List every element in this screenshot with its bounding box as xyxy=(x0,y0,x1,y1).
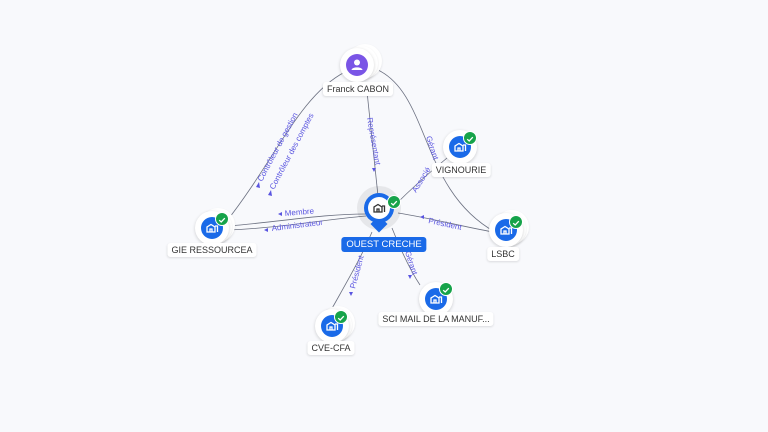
arrow-icon xyxy=(349,292,353,296)
arrow-icon xyxy=(408,275,412,279)
node-label-ouest-creche: OUEST CRECHE xyxy=(341,237,427,252)
verified-check-icon xyxy=(387,195,401,209)
edge-label-representant: Représentant xyxy=(365,117,382,167)
edge-lsbc-ouest xyxy=(397,212,494,233)
arrow-icon xyxy=(278,212,282,216)
arrow-icon xyxy=(264,228,268,232)
verified-check-icon xyxy=(463,131,477,145)
node-label-sci-mail: SCI MAIL DE LA MANUF... xyxy=(378,312,494,326)
arrow-icon xyxy=(256,182,260,188)
verified-check-icon xyxy=(215,212,229,226)
node-label-gie-ressourcea: GIE RESSOURCEA xyxy=(167,243,257,257)
verified-check-icon xyxy=(334,310,348,324)
verified-check-icon xyxy=(439,282,453,296)
edge-label-membre: Membre xyxy=(284,206,315,218)
building-icon xyxy=(368,197,390,219)
edge-franck-ouest xyxy=(365,81,379,197)
edge-label-associe: Associé xyxy=(410,165,433,194)
edge-ouest-gie-2 xyxy=(227,215,367,231)
node-label-cve-cfa: CVE-CFA xyxy=(307,341,355,355)
edge-label-gerant-sci: Gérant xyxy=(403,250,419,277)
arrow-icon xyxy=(420,215,424,219)
edge-label-president-cve: Président xyxy=(348,254,366,290)
person-icon xyxy=(346,54,368,76)
verified-check-icon xyxy=(509,215,523,229)
node-label-lsbc: LSBC xyxy=(487,247,519,261)
edge-ouest-gie xyxy=(227,213,367,227)
arrow-icon xyxy=(372,168,376,172)
arrow-icon xyxy=(268,190,272,196)
edge-label-president-lsbc: Président xyxy=(428,216,464,232)
edge-label-gerant-lsbc: Gérant xyxy=(424,135,440,162)
edge-label-administrateur: Administrateur xyxy=(271,218,324,233)
node-label-vignourie: VIGNOURIE xyxy=(431,163,491,177)
edge-sci-ouest xyxy=(391,227,421,286)
node-label-franck-cabon: Franck CABON xyxy=(322,82,394,96)
edge-franck-lsbc xyxy=(377,69,496,233)
